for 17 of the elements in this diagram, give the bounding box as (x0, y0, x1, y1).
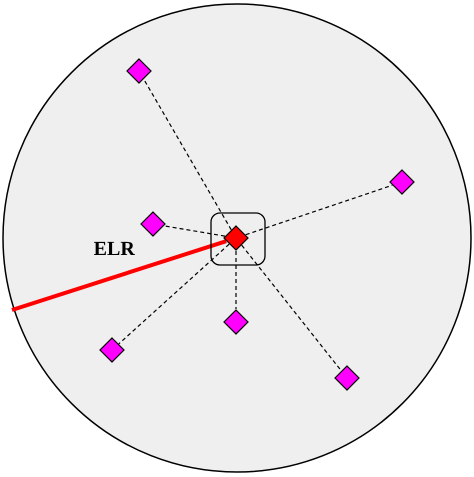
diamond-node (99, 337, 125, 363)
dashed-connector (118, 244, 230, 344)
diamond-node (140, 211, 166, 237)
diamond-node (389, 169, 415, 195)
dashed-connector (246, 184, 392, 236)
dashed-connector (164, 225, 225, 237)
dashed-connector (235, 251, 237, 309)
diamond-node (126, 58, 152, 84)
diamond-node (223, 225, 249, 251)
dashed-connector (143, 78, 232, 230)
circle-region (2, 3, 472, 473)
edge-label: ELR (94, 238, 135, 262)
dashed-connector (241, 244, 342, 372)
diamond-node (223, 309, 249, 335)
rounded-square (210, 212, 266, 266)
connector-line (11, 239, 227, 312)
diamond-node (334, 365, 360, 391)
